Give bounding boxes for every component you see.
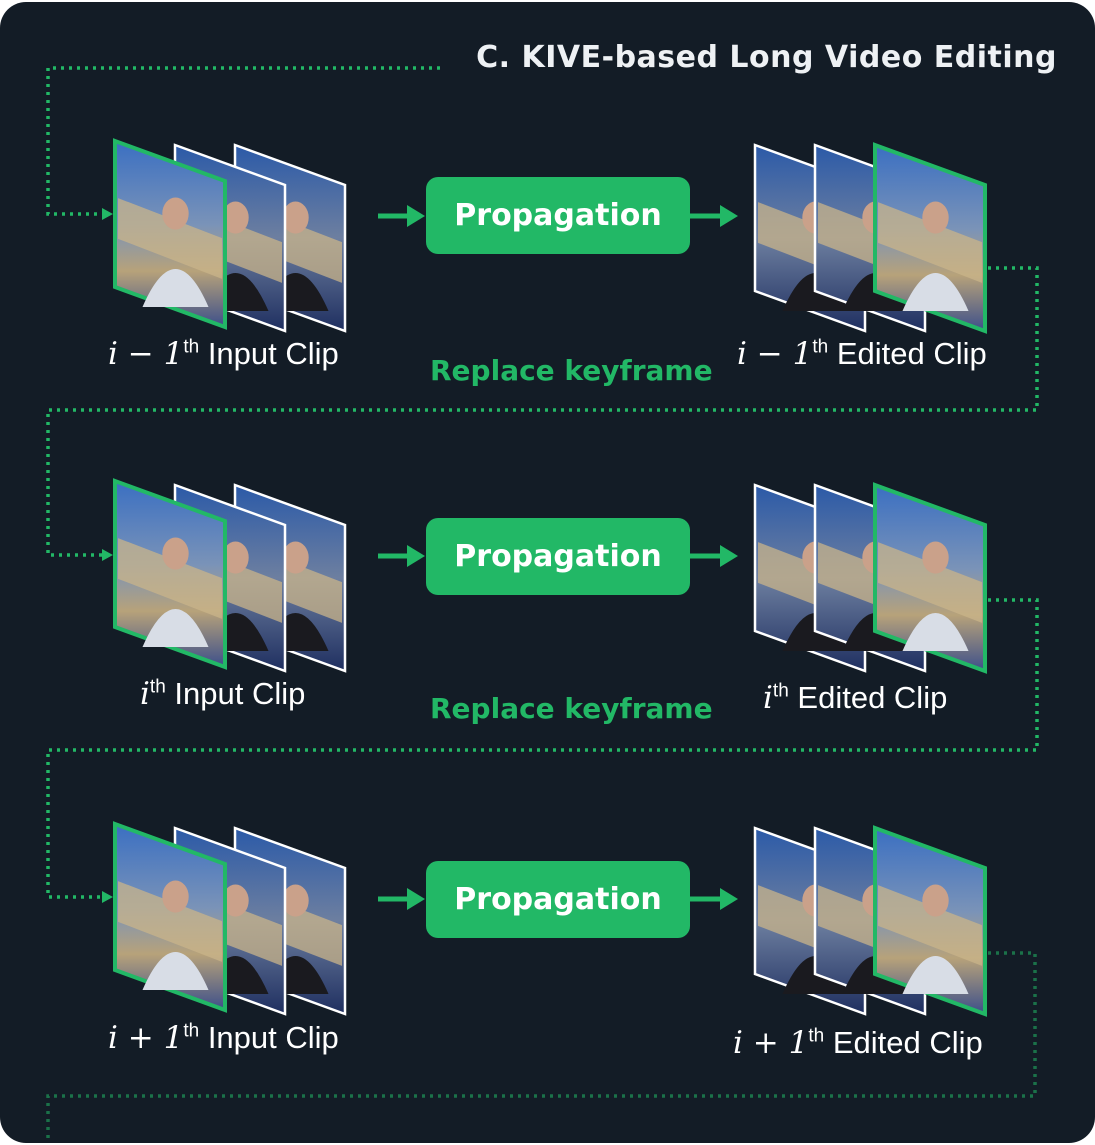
- propagation-box-row1: Propagation: [426, 177, 690, 254]
- input-clip-row2-frame-1: [113, 478, 227, 670]
- diagram-title: C. KIVE-based Long Video Editing: [476, 40, 1057, 75]
- input-clip-label-row1: i − 1th Input Clip: [108, 336, 339, 372]
- replace-keyframe-label-row2: Replace keyframe: [430, 692, 713, 725]
- connector-row2-to-row3-head: [102, 891, 113, 903]
- connector-row2-to-row3: [46, 598, 1039, 899]
- input-clip-row3-frame-1: [113, 821, 227, 1013]
- propagation-box-row3: Propagation: [426, 861, 690, 938]
- arrow-from-propagation-row2-head: [720, 545, 738, 567]
- propagation-box-row2: Propagation: [426, 518, 690, 595]
- edited-clip-label-row2: ith Edited Clip: [763, 680, 948, 716]
- edited-clip-label-row1: i − 1th Edited Clip: [737, 336, 987, 372]
- edited-clip-row1-frame-3: [873, 142, 987, 334]
- arrow-to-propagation-row2-head: [407, 545, 425, 567]
- input-clip-label-row3: i + 1th Input Clip: [108, 1020, 339, 1056]
- connector-row1-to-row2: [46, 266, 1039, 557]
- arrow-from-propagation-row1-head: [720, 205, 738, 227]
- arrow-from-propagation-row3-head: [720, 888, 738, 910]
- edited-clip-label-row3: i + 1th Edited Clip: [733, 1025, 983, 1061]
- edited-clip-row3-frame-3: [873, 825, 987, 1017]
- replace-keyframe-label-row1: Replace keyframe: [430, 354, 713, 387]
- input-clip-label-row2: ith Input Clip: [140, 676, 306, 712]
- edited-clip-row2-frame-3: [873, 482, 987, 674]
- connector-row1-to-row2-head: [102, 549, 113, 561]
- arrow-to-propagation-row1-head: [407, 205, 425, 227]
- input-clip-row1-frame-1: [113, 138, 227, 330]
- connector-start: [46, 66, 440, 216]
- arrow-to-propagation-row3-head: [407, 888, 425, 910]
- connector-start-head: [102, 208, 113, 220]
